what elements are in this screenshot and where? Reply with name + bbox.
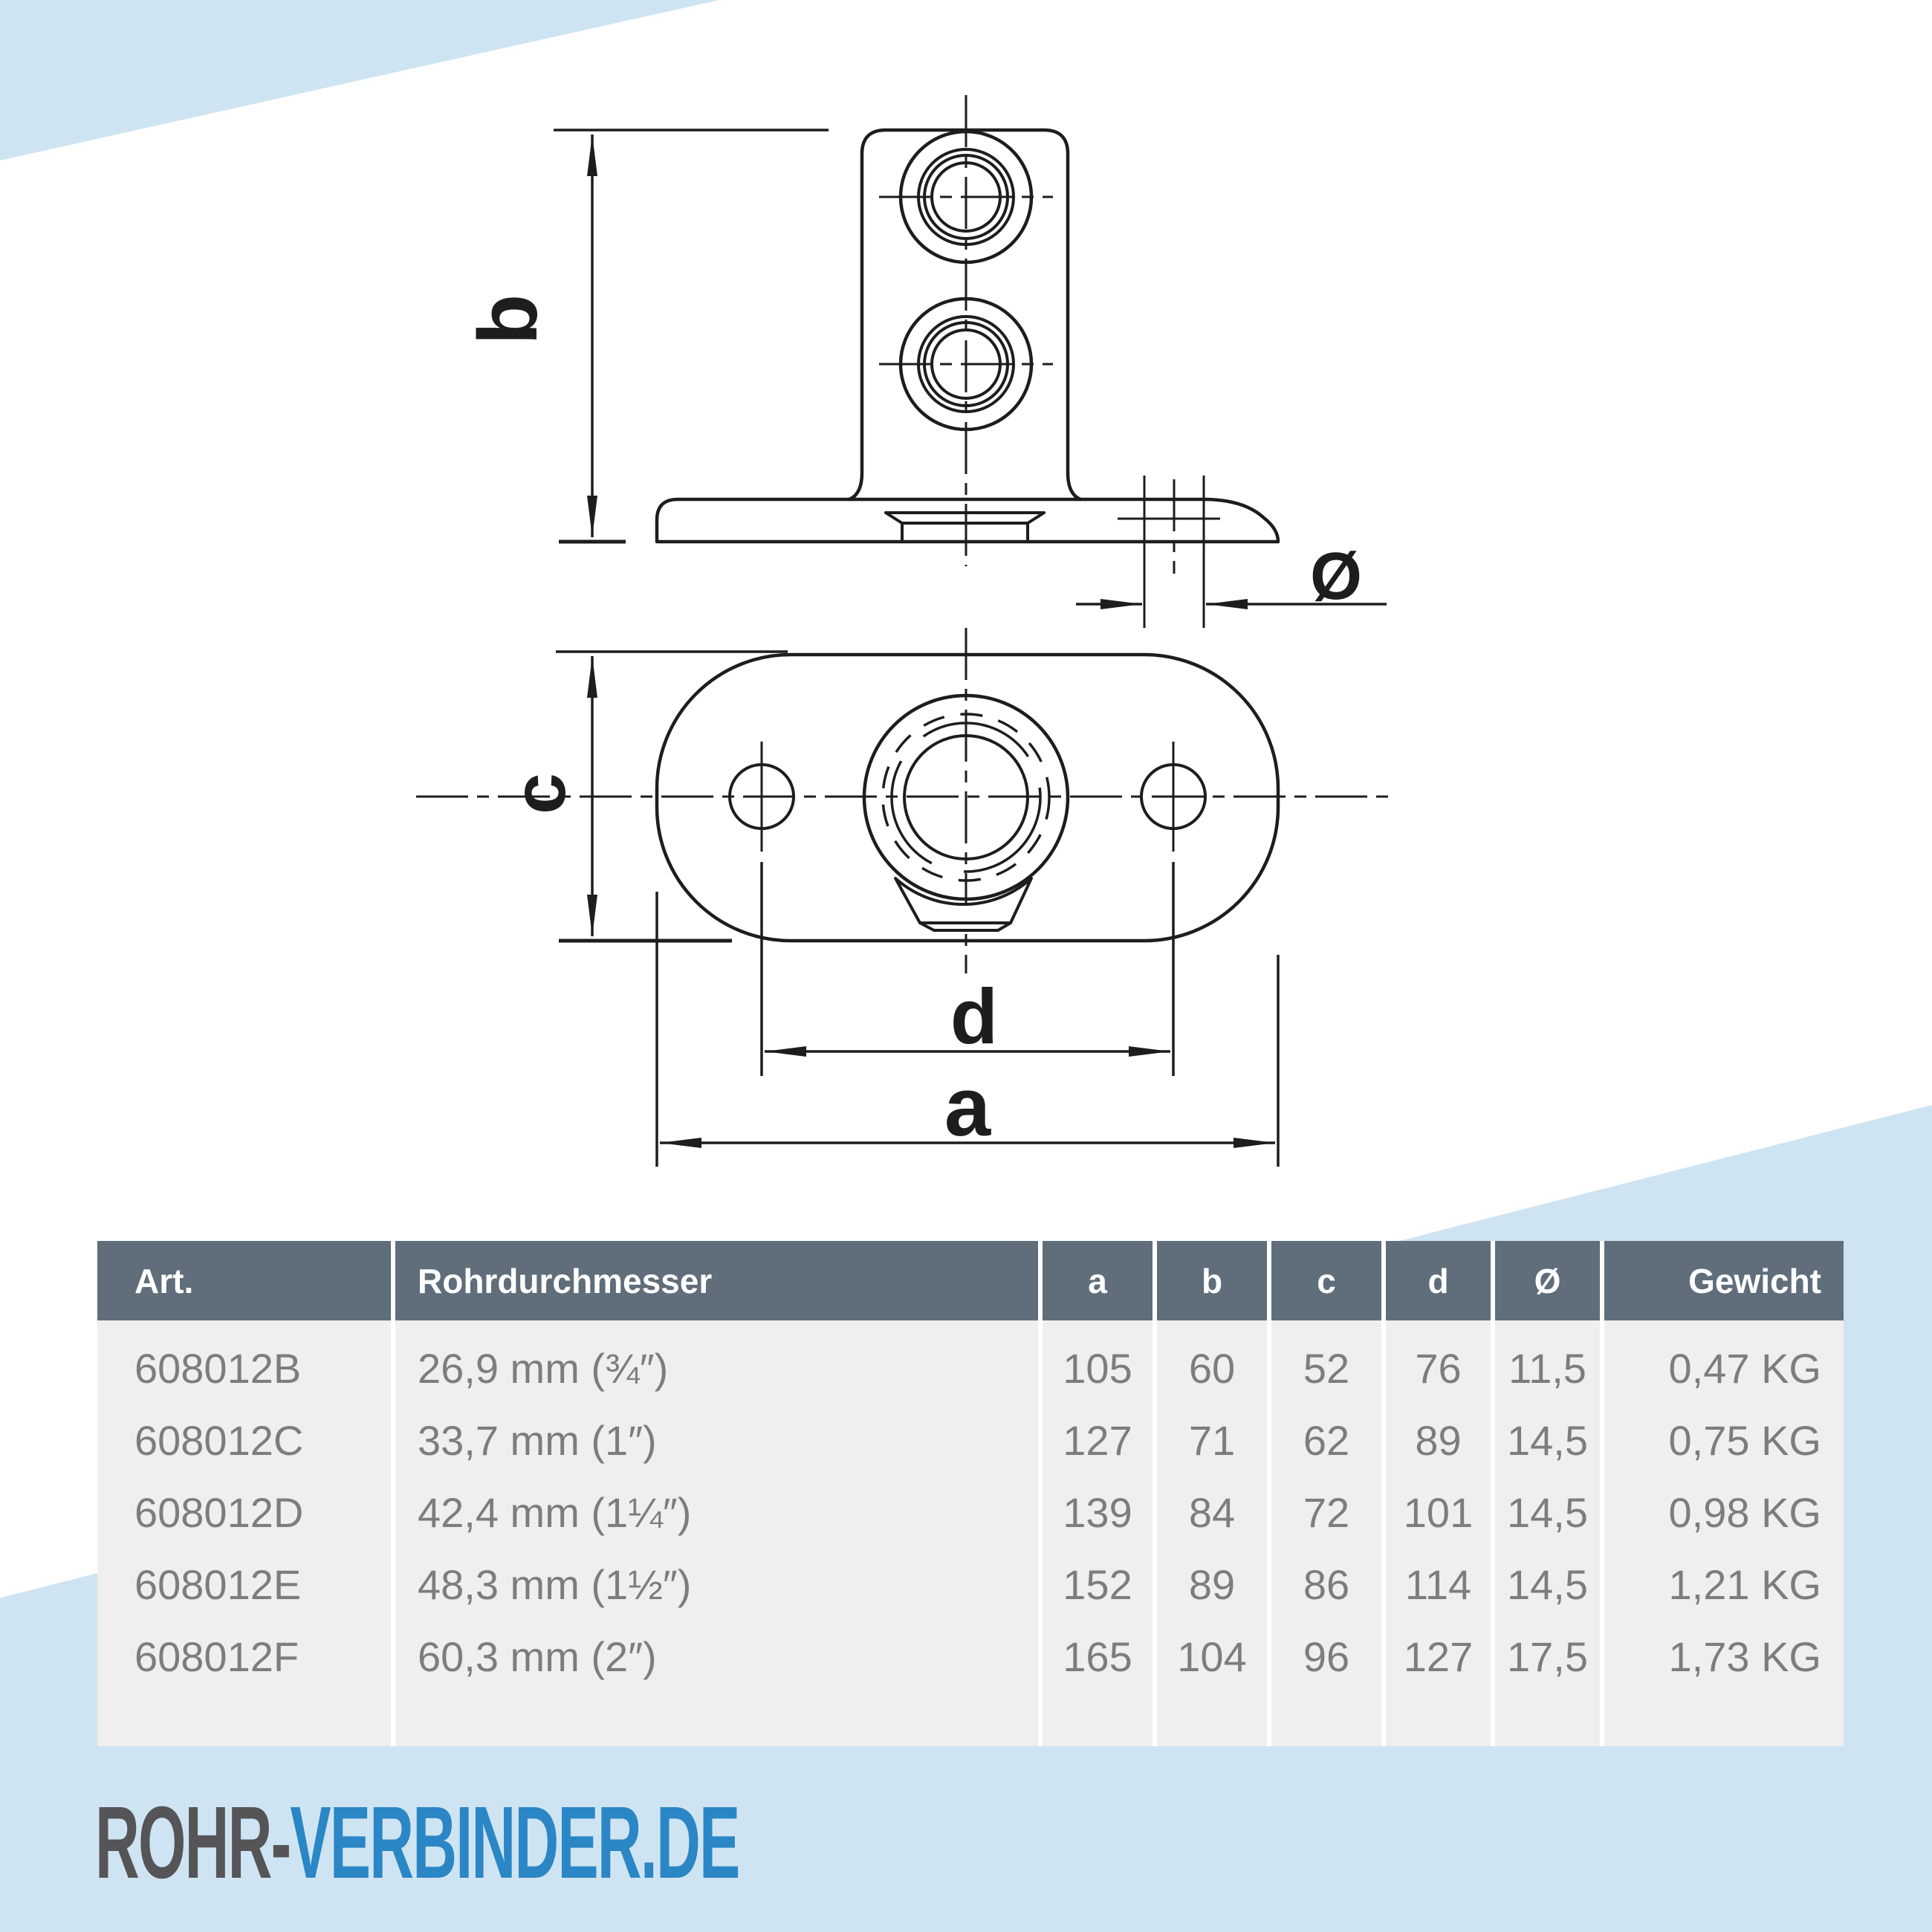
plan-view bbox=[416, 628, 1388, 973]
table-filler-cell bbox=[395, 1693, 1038, 1746]
table-header-c: c bbox=[1271, 1241, 1381, 1320]
table-cell: 105 bbox=[1043, 1332, 1153, 1404]
table-cell: 60,3 mm (2″) bbox=[395, 1621, 1038, 1693]
table-spacer-cell bbox=[1604, 1320, 1844, 1332]
table-filler-cell bbox=[1271, 1693, 1381, 1746]
table-cell: 89 bbox=[1157, 1549, 1267, 1621]
table-cell: 152 bbox=[1043, 1549, 1153, 1621]
table-filler-cell bbox=[1495, 1693, 1600, 1746]
table-cell: 608012F bbox=[97, 1621, 391, 1693]
table-cell: 33,7 mm (1″) bbox=[395, 1404, 1038, 1476]
dim-label-a: a bbox=[944, 1060, 991, 1153]
logo-suffix: VERBINDER.DE bbox=[290, 1786, 740, 1900]
table-cell: 127 bbox=[1386, 1621, 1491, 1693]
table-cell: 0,98 KG bbox=[1604, 1476, 1844, 1549]
table-spacer-cell bbox=[97, 1320, 391, 1332]
table-cell: 71 bbox=[1157, 1404, 1267, 1476]
dimension-diameter: Ø bbox=[1076, 539, 1387, 614]
table-filler-cell bbox=[1604, 1693, 1844, 1746]
dimension-d: d bbox=[760, 862, 1175, 1076]
hole-section-lines bbox=[1118, 476, 1220, 628]
table-cell: 14,5 bbox=[1495, 1476, 1600, 1549]
setscrew-boss-bottom bbox=[879, 296, 1053, 432]
table-header-gewicht: Gewicht bbox=[1604, 1241, 1844, 1320]
table-cell: 608012E bbox=[97, 1549, 391, 1621]
table-cell: 26,9 mm (¾″) bbox=[395, 1332, 1038, 1404]
table-filler-cell bbox=[1043, 1693, 1153, 1746]
table-cell: 96 bbox=[1271, 1621, 1381, 1693]
table-cell: 139 bbox=[1043, 1476, 1153, 1549]
table-cell: 14,5 bbox=[1495, 1549, 1600, 1621]
table-cell: 62 bbox=[1271, 1404, 1381, 1476]
table-cell: 0,75 KG bbox=[1604, 1404, 1844, 1476]
table-cell: 608012D bbox=[97, 1476, 391, 1549]
dim-label-c: c bbox=[498, 773, 581, 814]
table-header-d: d bbox=[1386, 1241, 1491, 1320]
table-cell: 17,5 bbox=[1495, 1621, 1600, 1693]
table-header-a: a bbox=[1043, 1241, 1153, 1320]
logo-prefix: ROHR- bbox=[95, 1786, 291, 1900]
dimension-b: b bbox=[461, 129, 829, 544]
table-header-b: b bbox=[1157, 1241, 1267, 1320]
logo: ROHR-VERBINDER.DE bbox=[95, 1792, 740, 1894]
socket-lug bbox=[894, 877, 1033, 932]
table-cell: 84 bbox=[1157, 1476, 1267, 1549]
table-spacer-cell bbox=[395, 1320, 1038, 1332]
table-cell: 1,21 KG bbox=[1604, 1549, 1844, 1621]
table-header-rohrdurchmesser: Rohrdurchmesser bbox=[395, 1241, 1038, 1320]
table-cell: 101 bbox=[1386, 1476, 1491, 1549]
table-cell: 127 bbox=[1043, 1404, 1153, 1476]
table-cell: 76 bbox=[1386, 1332, 1491, 1404]
table-spacer-cell bbox=[1043, 1320, 1153, 1332]
table-cell: 114 bbox=[1386, 1549, 1491, 1621]
table-filler-cell bbox=[1157, 1693, 1267, 1746]
table-cell: 0,47 KG bbox=[1604, 1332, 1844, 1404]
setscrew-boss-top bbox=[879, 129, 1053, 265]
dim-label-b: b bbox=[461, 294, 554, 345]
side-view bbox=[655, 95, 1280, 628]
table-cell: 72 bbox=[1271, 1476, 1381, 1549]
table-cell: 165 bbox=[1043, 1621, 1153, 1693]
table-cell: 11,5 bbox=[1495, 1332, 1600, 1404]
table-cell: 48,3 mm (1½″) bbox=[395, 1549, 1038, 1621]
dimension-c: c bbox=[498, 650, 788, 943]
table-cell: 89 bbox=[1386, 1404, 1491, 1476]
table-spacer-cell bbox=[1271, 1320, 1381, 1332]
table-cell: 52 bbox=[1271, 1332, 1381, 1404]
table-spacer-cell bbox=[1495, 1320, 1600, 1332]
table-cell: 14,5 bbox=[1495, 1404, 1600, 1476]
table-spacer-cell bbox=[1157, 1320, 1267, 1332]
table-spacer-cell bbox=[1386, 1320, 1491, 1332]
dim-label-diameter: Ø bbox=[1310, 539, 1362, 614]
dim-label-d: d bbox=[950, 973, 998, 1060]
table-cell: 42,4 mm (1¼″) bbox=[395, 1476, 1038, 1549]
technical-drawing: b Ø c d bbox=[416, 95, 1388, 1167]
spec-table: Art. Rohrdurchmesser a b c d Ø Gewicht 6… bbox=[97, 1241, 1844, 1746]
table-filler-cell bbox=[97, 1693, 391, 1746]
table-cell: 608012C bbox=[97, 1404, 391, 1476]
table-cell: 104 bbox=[1157, 1621, 1267, 1693]
table-header-art: Art. bbox=[97, 1241, 391, 1320]
table-filler-cell bbox=[1386, 1693, 1491, 1746]
table-cell: 608012B bbox=[97, 1332, 391, 1404]
table-header-diameter: Ø bbox=[1495, 1241, 1600, 1320]
dimension-a: a bbox=[655, 892, 1280, 1167]
table-cell: 1,73 KG bbox=[1604, 1621, 1844, 1693]
table-cell: 86 bbox=[1271, 1549, 1381, 1621]
table-cell: 60 bbox=[1157, 1332, 1267, 1404]
